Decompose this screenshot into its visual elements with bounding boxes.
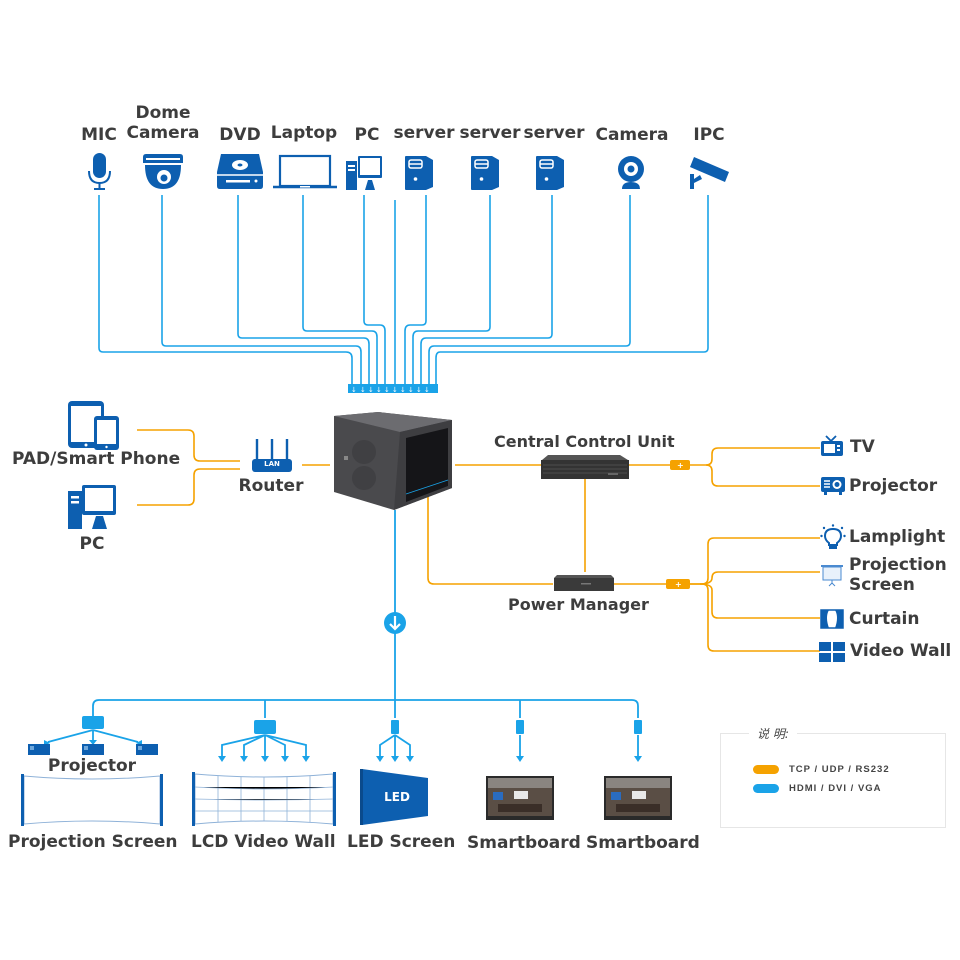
projector-label: Projector [47,756,137,776]
wire-dvd [237,195,370,386]
legend-item-hdmi: HDMI / DVI / VGA [753,783,882,794]
legend-label: HDMI / DVI / VGA [789,783,882,794]
matrix-switcher-device [334,412,452,510]
svg-text:↓: ↓ [400,386,406,394]
ccu-label: Central Control Unit [494,432,675,451]
wire-ipc [435,195,709,386]
input-label-camera: Camera [595,125,669,145]
webcam-icon [618,156,644,189]
curtain-icon [820,609,844,629]
svg-text:↓: ↓ [424,386,430,394]
desktop-pc-icon [346,156,382,190]
wire-server1 [404,195,427,386]
smartboard-label-2: Smartboard [586,833,700,853]
central-control-unit-device [541,455,629,479]
projection-screen-label: Projection Screen [8,832,178,852]
wire-pc [363,195,386,386]
power-output-label-curtain: Curtain [849,609,920,629]
ccu-output-label-projector: Projector [849,476,938,496]
ccu-output-label-tv: TV [850,437,875,457]
wire-laptop [302,195,378,386]
svg-text:+: + [675,580,682,589]
power-output-label-video-wall: Video Wall [850,641,952,661]
hdmi-output-lines [47,510,639,758]
power-output-label-lamplight: Lamplight [849,527,946,547]
server-icon [536,156,564,190]
input-label-dome-camera: Dome Camera [126,103,200,143]
input-label-server-3: server [523,123,585,143]
connector-arrows: ↓↓↓ ↓↓↓ ↓↓↓ ↓ [351,386,430,394]
wire-mic [98,195,353,386]
input-label-mic: MIC [81,125,117,145]
projection-screen-icon [821,565,843,587]
wire-server3 [420,195,553,386]
laptop-icon [273,154,337,189]
ip-camera-icon [690,157,729,189]
input-label-server-2: server [459,123,521,143]
projector-icon [821,477,845,495]
svg-text:↓: ↓ [351,386,357,394]
router-badge: LAN [264,460,280,468]
power-output-label-projection-screen: Projection Screen [849,555,947,595]
router-label: Router [238,476,304,496]
tv-icon [821,435,843,456]
smartboard-label-1: Smartboard [467,833,581,853]
desktop-pc-icon [68,485,116,529]
server-icon [405,156,433,190]
input-label-server-1: server [393,123,455,143]
legend-swatch-blue [753,784,779,793]
led-screen-graphic: LED [360,768,430,826]
lamp-icon [820,524,846,549]
pad-smartphone-label: PAD/Smart Phone [12,449,181,469]
legend-label: TCP / UDP / RS232 [789,764,890,775]
svg-text:↓: ↓ [384,386,390,394]
legend: 说 明: TCP / UDP / RS232 HDMI / DVI / VGA [720,725,946,828]
projector-devices [28,744,158,755]
orange-connectors [666,460,690,589]
lcd-video-wall-label: LCD Video Wall [191,832,336,852]
input-connector-bar [348,384,438,393]
down-arrow-icon [389,616,401,631]
input-label-laptop: Laptop [270,123,338,143]
hdmi-input-lines [98,195,709,386]
svg-text:↓: ↓ [368,386,374,394]
dome-camera-icon [143,154,183,189]
microphone-icon [88,153,111,190]
led-screen-label: LED Screen [347,832,456,852]
svg-text:↓: ↓ [376,386,382,394]
svg-text:↓: ↓ [416,386,422,394]
pc-label: PC [79,534,105,554]
smartboard-graphic [486,776,554,820]
power-manager-device [554,575,614,591]
dvd-icon [217,154,263,189]
svg-text:↓: ↓ [360,386,366,394]
video-wall-icon [819,642,845,662]
wire-dome [161,195,362,386]
tablet-phone-icon [68,401,119,450]
power-manager-label: Power Manager [508,595,649,614]
svg-text:↓: ↓ [408,386,414,394]
svg-text:+: + [677,461,684,470]
led-badge: LED [384,790,410,804]
network-lines [137,429,820,652]
svg-text:↓: ↓ [392,386,398,394]
legend-item-tcp: TCP / UDP / RS232 [753,764,890,775]
input-label-dvd: DVD [219,125,261,145]
server-icon [471,156,499,190]
wire-server2 [412,195,491,386]
legend-swatch-orange [753,765,779,774]
input-label-pc: PC [354,125,380,145]
projection-screen-graphic [21,774,163,826]
legend-title: 说 明: [749,725,797,742]
smartboard-graphic [604,776,672,820]
wire-camera [428,195,631,386]
router-icon: LAN [251,437,293,473]
input-label-ipc: IPC [693,125,725,145]
lcd-video-wall-graphic [192,772,336,826]
